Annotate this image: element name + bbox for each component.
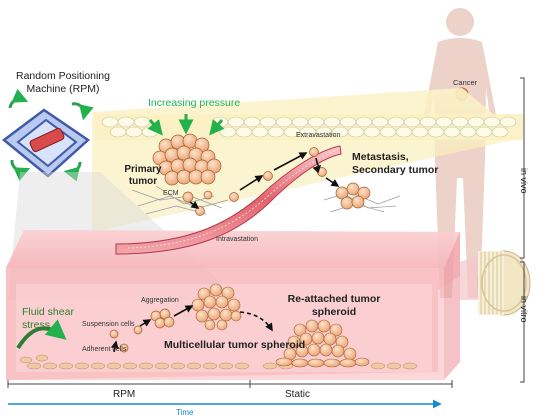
in-vitro-arrows (110, 305, 273, 353)
side-brackets (520, 77, 525, 383)
cell-culture-flask-icon (6, 230, 531, 380)
reattached-spheroid-label: Re-attached tumor spheroid (287, 293, 381, 318)
in-vivo-arrows (189, 152, 340, 209)
multicellular-spheroid (191, 283, 242, 331)
static-phase-label: Static (285, 389, 311, 400)
primary-tumor-label: Primary tumor (124, 164, 162, 187)
rpm-title: Random Positioning Machine (RPM) (16, 70, 110, 95)
adherent-cells-label: Adherent cells (82, 346, 127, 353)
ecm-label: ECM (163, 190, 179, 197)
tissue-layer (95, 114, 523, 140)
timeline (7, 380, 453, 409)
reattached-spheroid (275, 319, 370, 368)
in-vitro-label: in vitro (519, 296, 529, 323)
suspension-cells-label: Suspension cells (82, 321, 135, 328)
time-axis-label: Time (176, 408, 194, 417)
aggregation-label: Aggregation (141, 297, 179, 304)
rpm-phase-label: RPM (113, 389, 136, 400)
metastasis-label: Metastasis, Secondary tumor (352, 151, 439, 176)
primary-tumor-cluster (152, 133, 222, 203)
extravastation-label: Extravastation (296, 132, 341, 139)
in-vivo-label: in vivo (519, 168, 529, 194)
pressure-arrows (147, 114, 225, 136)
adherent-cells (19, 354, 418, 370)
circulating-cells (195, 147, 327, 216)
rpm-device-icon (1, 88, 94, 182)
small-aggregate (150, 308, 175, 329)
secondary-tumor-cluster (335, 182, 371, 210)
fluid-shear-arrow (16, 319, 67, 350)
cancer-label: Cancer (453, 78, 478, 87)
increasing-pressure-label: Increasing pressure (148, 97, 241, 109)
multicellular-spheroid-label: Multicellular tumor spheroid (164, 339, 306, 351)
fluid-shear-label: Fluid shear stress (22, 306, 74, 331)
intravastation-label: Intravastation (216, 236, 259, 243)
suspension-cells (109, 325, 143, 353)
blood-vessel (115, 145, 342, 255)
